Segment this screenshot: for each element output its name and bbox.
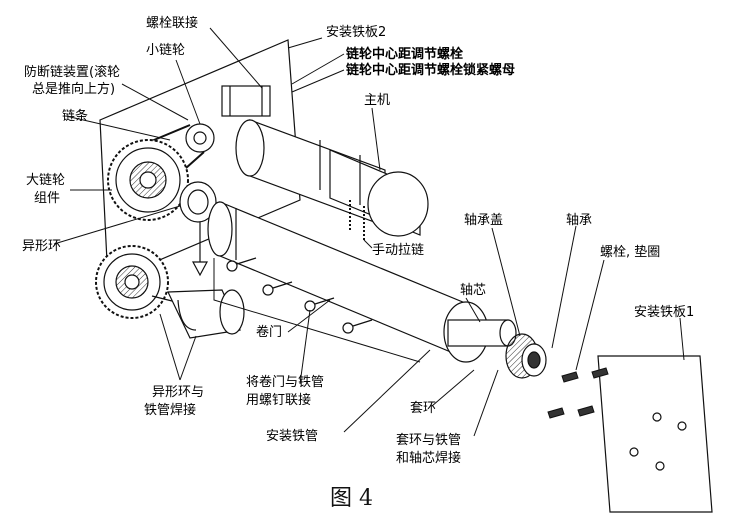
main-motor — [235, 119, 429, 237]
label-collar: 套环 — [410, 400, 436, 416]
label-sprocket-center-bolt: 链轮中心距调节螺栓 — [345, 46, 463, 62]
exploded-large-sprocket — [95, 245, 177, 319]
label-bolt-washer: 螺栓, 垫圈 — [600, 244, 660, 260]
label-bearing-cap: 轴承盖 — [464, 213, 503, 228]
door-screws — [226, 257, 373, 334]
shaft-core-assembly — [443, 301, 547, 379]
label-large-sprocket-2: 组件 — [34, 191, 60, 206]
label-anti-break-device-2: 总是推向上方) — [32, 81, 115, 97]
shaped-ring — [179, 181, 217, 223]
small-sprocket — [185, 123, 215, 153]
label-main-motor: 主机 — [364, 93, 390, 108]
label-small-sprocket: 小链轮 — [146, 43, 185, 58]
label-large-sprocket: 大链轮 — [26, 173, 65, 188]
label-mount-plate-1: 安装铁板1 — [634, 305, 694, 320]
label-door-screw-2: 用螺钉联接 — [246, 392, 311, 408]
manual-chain — [349, 200, 365, 240]
label-anti-break-device: 防断链装置(滚轮 — [24, 64, 120, 80]
label-sprocket-center-nut: 链轮中心距调节螺栓锁紧螺母 — [345, 62, 515, 78]
label-mount-tube: 安装铁管 — [266, 429, 318, 444]
leader-lines — [53, 27, 685, 437]
bolts-washers — [547, 367, 609, 419]
labels: 螺栓联接 安装铁板2 小链轮 防断链装置(滚轮 总是推向上方) 链轮中心距调节螺… — [22, 15, 694, 466]
label-bearing: 轴承 — [566, 213, 592, 228]
label-bolt-connection: 螺栓联接 — [146, 15, 198, 31]
label-collar-weld-2: 和轴芯焊接 — [396, 450, 461, 466]
rolling-door — [213, 258, 421, 363]
shaped-ring-sleeve — [167, 289, 245, 339]
label-manual-chain: 手动拉链 — [372, 243, 424, 258]
down-arrow-icon — [191, 222, 209, 277]
figure-caption: 图 4 — [330, 486, 373, 511]
label-chain: 链条 — [62, 108, 88, 124]
label-door-screw: 将卷门与铁管 — [246, 374, 324, 390]
label-mount-plate-2: 安装铁板2 — [326, 25, 386, 40]
label-ring-weld-2: 铁管焊接 — [144, 402, 196, 418]
mount-plate-1 — [597, 355, 713, 513]
large-sprocket-assembly — [107, 139, 189, 221]
bolt-connection-bracket — [221, 85, 271, 117]
label-shaft-core: 轴芯 — [460, 283, 486, 298]
label-collar-weld: 套环与铁管 — [396, 432, 461, 448]
label-shaped-ring: 异形环 — [22, 239, 61, 254]
label-ring-weld: 异形环与 — [152, 385, 204, 400]
mount-tube — [207, 201, 471, 361]
label-rolling-door: 卷门 — [256, 324, 282, 340]
